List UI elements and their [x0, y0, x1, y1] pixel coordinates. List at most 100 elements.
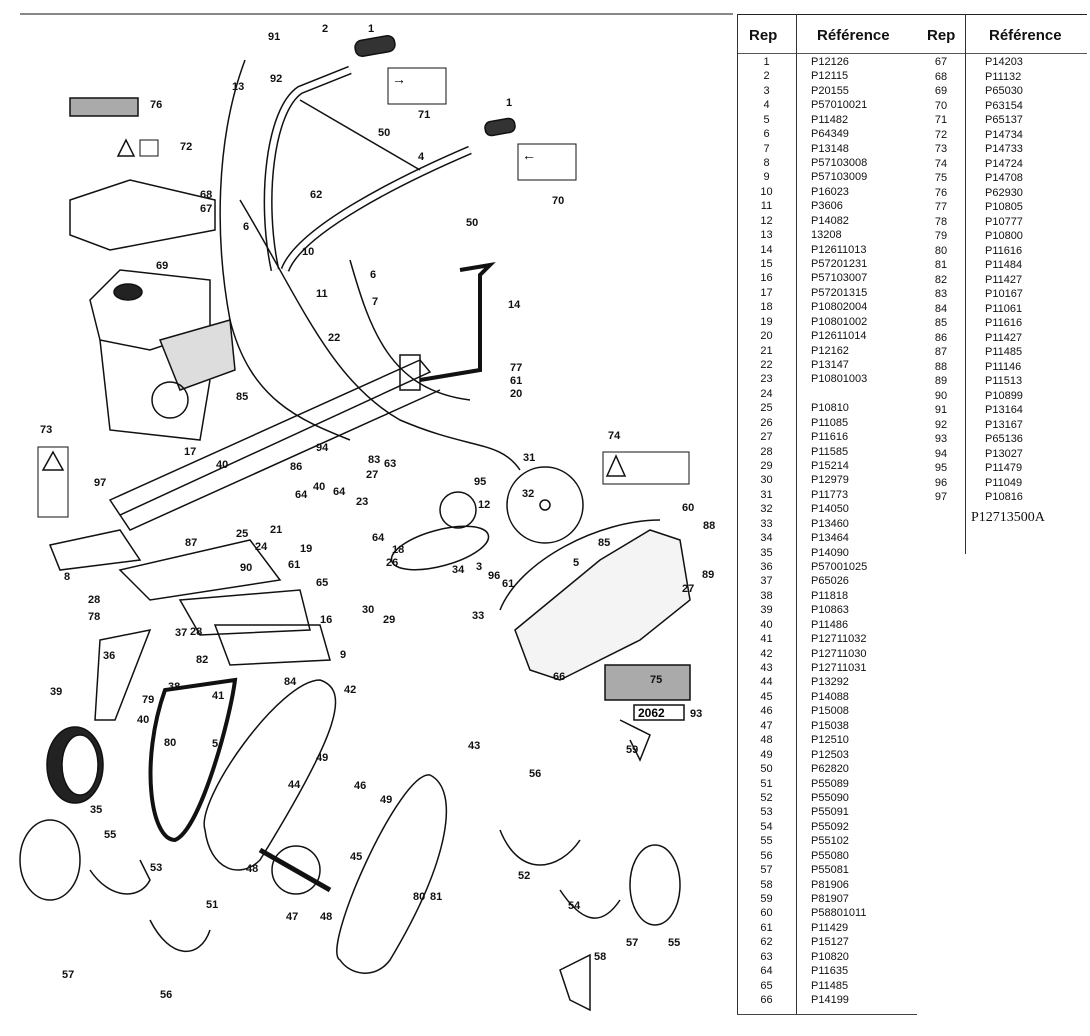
rep-cell: 45 [760, 690, 773, 703]
rep-cell: 77 [934, 201, 948, 213]
reference-header: Référence [817, 27, 890, 44]
callout-label: 81 [430, 891, 442, 903]
callout-label: 39 [50, 686, 62, 698]
callout-label: 14 [508, 299, 521, 311]
reference-cell: P12711032 [811, 633, 867, 646]
rep-cell: 16 [760, 272, 773, 285]
callout-label: 51 [206, 899, 218, 911]
rep-cell: 90 [934, 389, 948, 402]
manual-book-icon [139, 139, 159, 157]
rep-cell: 74 [934, 157, 948, 170]
rep-cell: 66 [760, 993, 773, 1006]
callout-label: 56 [529, 768, 541, 780]
reference-cell: P57001025 [811, 561, 868, 574]
column-divider [965, 14, 966, 554]
rep-cell: 43 [760, 662, 773, 675]
table-row: 83 P10167 [917, 287, 1090, 301]
reference-cell: P62820 [811, 763, 849, 776]
reference-cell: P12126 [811, 56, 849, 68]
callout-label: 68 [200, 189, 212, 201]
rep-cell: 36 [760, 561, 773, 574]
rep-cell: 80 [934, 244, 948, 257]
rep-header: Rep [927, 27, 956, 44]
rep-cell: 87 [934, 346, 948, 358]
callout-label: 86 [290, 461, 302, 473]
rep-cell: 83 [934, 288, 948, 300]
rep-cell: 10 [760, 185, 773, 198]
reference-cell: P11485 [985, 346, 1023, 358]
reference-cell: P12510 [811, 734, 849, 747]
callout-label: 44 [288, 779, 301, 791]
callout-label: 85 [236, 391, 248, 403]
reference-cell: P12979 [811, 474, 849, 487]
reference-cell: P11616 [985, 244, 1023, 257]
callout-label: 60 [682, 502, 694, 514]
table-border [737, 14, 738, 1014]
callout-label: 93 [690, 708, 702, 720]
callout-label: 55 [104, 829, 116, 841]
callout-label: 35 [90, 804, 102, 816]
reference-cell: P11427 [985, 273, 1023, 286]
reference-cell: P10820 [811, 950, 849, 963]
callout-label: 22 [328, 332, 340, 344]
table-row: 24 [737, 387, 917, 401]
rep-cell: 59 [760, 892, 773, 905]
rep-cell: 52 [760, 791, 773, 804]
callout-label: 92 [270, 73, 282, 85]
reference-cell: P12162 [811, 344, 849, 357]
reference-cell: P14199 [811, 993, 849, 1006]
callout-label: 69 [156, 260, 168, 272]
callout-label: 28 [190, 626, 202, 638]
rep-cell: 12 [760, 214, 773, 227]
callout-label: 48 [320, 911, 332, 923]
rep-cell: 39 [760, 604, 773, 617]
callout-label: 40 [137, 714, 149, 726]
callout-label: 9 [340, 649, 346, 661]
rep-cell: 29 [760, 460, 773, 473]
callout-label: 7 [372, 296, 378, 308]
callout-label: 40 [216, 459, 228, 471]
callout-label: 63 [384, 458, 396, 470]
callout-label: 52 [518, 870, 530, 882]
callout-label: 23 [356, 496, 368, 508]
reference-cell: P10167 [985, 288, 1023, 300]
callout-label: 11 [316, 288, 328, 300]
reference-cell: P11513 [985, 375, 1023, 387]
reference-cell: P64349 [811, 128, 849, 141]
reference-cell: P13464 [811, 532, 849, 545]
reference-cell: P55080 [811, 849, 849, 862]
rep-cell: 51 [760, 777, 773, 790]
table-row: 87 P11485 [917, 345, 1090, 359]
rep-cell: 17 [760, 286, 773, 299]
callout-label: 61 [288, 559, 300, 571]
reference-cell: P10805 [985, 201, 1023, 213]
assembly-reference: P12713500A [971, 510, 1045, 525]
callout-label: 53 [150, 862, 162, 874]
rep-cell: 28 [760, 445, 773, 458]
reference-cell: P10777 [985, 215, 1023, 228]
